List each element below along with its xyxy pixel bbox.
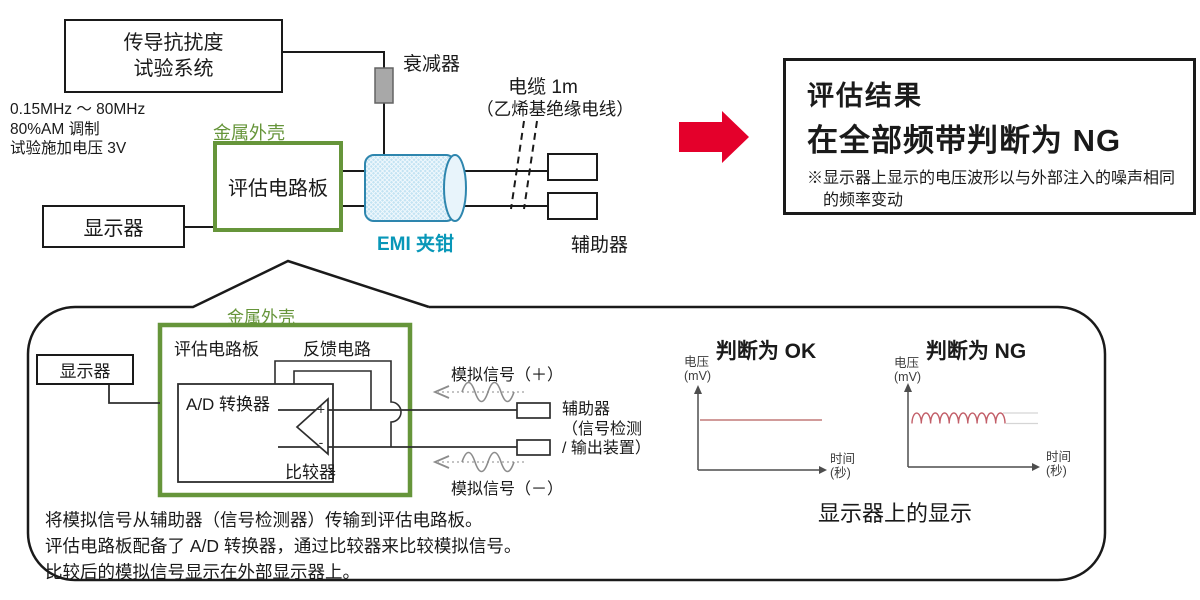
aux-box-lower — [547, 192, 598, 220]
attenuator-shape — [374, 67, 394, 104]
ng-graph-x-arrow-icon — [1032, 463, 1040, 471]
comparator-triangle — [295, 397, 329, 456]
eval-board-label-bottom: 评估电路板 — [174, 340, 259, 359]
aux-box-bottom-lower — [516, 439, 551, 456]
evaluation-result-box: 评估结果 在全部频带判断为 NG ※显示器上显示的电压波形以与外部注入的噪声相同… — [783, 58, 1196, 215]
test-condition-modulation: 80%AM 调制 — [10, 120, 100, 138]
ok-graph-y-arrow-icon — [694, 385, 702, 394]
ok-x-label-line2: (秒) — [830, 466, 851, 480]
wire-system-to-attenuator — [283, 51, 385, 68]
emi-clamp-end-cap — [443, 154, 467, 222]
ok-graph-y-label: 电压 (mV) — [684, 355, 711, 383]
test-condition-voltage: 试验施加电压 3V — [10, 140, 127, 157]
system-box-label-line1: 传导抗扰度 — [123, 32, 224, 54]
signal-arrow-left-upper-icon — [432, 385, 450, 399]
display-box-bottom: 显示器 — [36, 354, 134, 385]
ng-graph-y-label: 电压 (mV) — [894, 356, 921, 384]
aux-detail-line3: / 输出装置） — [562, 440, 651, 457]
metal-case-label-top: 金属外壳 — [213, 123, 285, 143]
description-paragraph: 将模拟信号从辅助器（信号检测器）传输到评估电路板。 评估电路板配备了 A/D 转… — [45, 507, 521, 585]
eval-board-label-top: 评估电路板 — [228, 178, 328, 200]
feedback-circuit-label: 反馈电路 — [303, 340, 371, 359]
display-label-bottom: 显示器 — [59, 362, 111, 381]
ok-graph-x-label: 时间 (秒) — [830, 452, 855, 480]
aux-detail-label: 辅助器 （信号检测 / 输出装置） — [562, 400, 651, 459]
ng-x-label-line1: 时间 — [1046, 450, 1072, 464]
display-label-top: 显示器 — [83, 218, 144, 240]
result-title: 评估结果 — [807, 81, 923, 111]
analog-signal-plus-label: 模拟信号（＋） — [451, 367, 564, 384]
display-box-top: 显示器 — [42, 205, 185, 248]
ng-graph-oscillating-waveform — [911, 412, 1006, 424]
eval-board-box-top: 评估电路板 — [213, 141, 343, 232]
test-condition-frequency: 0.15MHz ～ 80MHz — [10, 101, 146, 118]
sine-wave-lower-icon — [461, 451, 515, 473]
metal-case-label-bottom: 金属外壳 — [227, 308, 295, 327]
aux-label-top: 辅助器 — [571, 235, 629, 256]
description-line2: 评估电路板配备了 A/D 转换器，通过比较器来比较模拟信号。 — [45, 536, 522, 556]
analog-signal-minus-label: 模拟信号（－） — [451, 481, 564, 498]
result-note-line2: 的频率变动 — [823, 192, 904, 209]
aux-detail-line2: （信号检测 — [562, 420, 643, 438]
attenuator-label: 衰减器 — [403, 54, 461, 75]
ok-y-label-line2: (mV) — [684, 369, 712, 383]
ok-x-label-line1: 时间 — [830, 452, 856, 466]
cable-dash-mark-2 — [523, 120, 538, 210]
comparator-plus-sign: + — [317, 401, 325, 417]
signal-arrow-left-lower-icon — [432, 455, 450, 469]
emi-clamp-label: EMI 夹钳 — [377, 234, 455, 255]
sine-wave-upper-icon — [461, 381, 515, 403]
aux-detail-line1: 辅助器 — [562, 401, 611, 418]
ok-graph-title: 判断为 OK — [715, 340, 817, 363]
wire-display-to-board-bottom — [108, 385, 160, 404]
ok-graph-x-arrow-icon — [819, 466, 827, 474]
result-arrow-icon — [679, 111, 749, 163]
system-box-label-line2: 试验系统 — [133, 58, 214, 80]
feedback-loop-inner — [293, 370, 372, 410]
aux-box-bottom-upper — [516, 402, 551, 419]
result-verdict: 在全部频带判断为 NG — [807, 123, 1122, 158]
conducted-immunity-system-box: 传导抗扰度 试验系统 — [64, 19, 283, 93]
result-note-line1: ※显示器上显示的电压波形以与外部注入的噪声相同 — [807, 170, 1176, 187]
cable-dash-mark-1 — [510, 120, 525, 210]
comparator-label: 比较器 — [285, 463, 336, 482]
description-line1: 将模拟信号从辅助器（信号检测器）传输到评估电路板。 — [45, 510, 483, 530]
ok-y-label-line1: 电压 — [684, 355, 710, 369]
ng-y-label-line2: (mV) — [894, 370, 922, 384]
cable-label-line1: 电缆 1m — [508, 77, 578, 98]
ng-graph-y-arrow-icon — [904, 383, 912, 392]
graphs-caption: 显示器上的显示 — [817, 501, 972, 526]
ng-y-label-line1: 电压 — [894, 356, 920, 370]
description-line3: 比较后的模拟信号显示在外部显示器上。 — [45, 562, 360, 582]
cable-label-line2: （乙烯基绝缘电线） — [476, 99, 634, 119]
ng-graph-x-label: 时间 (秒) — [1046, 450, 1071, 478]
adc-label: A/D 转换器 — [186, 395, 271, 414]
ng-graph-title: 判断为 NG — [925, 340, 1027, 363]
ng-x-label-line2: (秒) — [1046, 464, 1067, 478]
emi-clamp-body — [364, 154, 456, 222]
detail-callout-container — [26, 259, 1107, 582]
aux-box-upper — [547, 153, 598, 181]
test-conditions: 0.15MHz ～ 80MHz 80%AM 调制 试验施加电压 3V — [10, 100, 145, 159]
comparator-minus-sign: - — [319, 434, 324, 450]
